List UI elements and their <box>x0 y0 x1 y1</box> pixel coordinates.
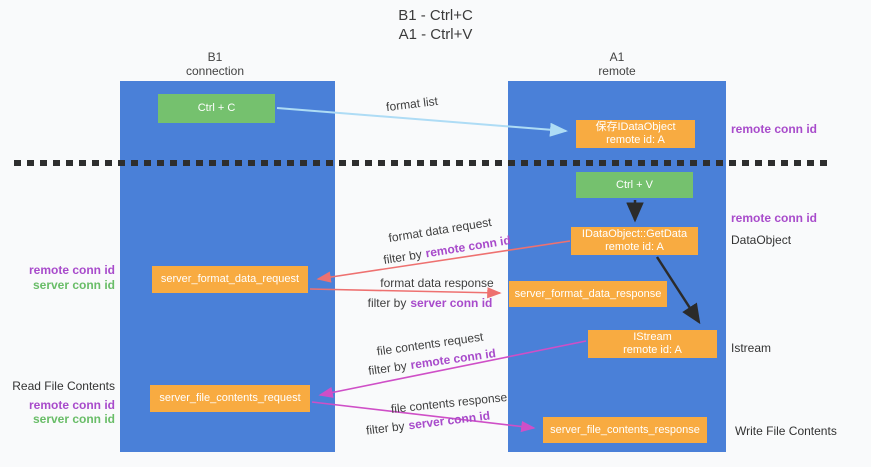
lane-header-b1: B1 connection <box>120 50 310 78</box>
node-istream-line1: IStream <box>633 331 672 343</box>
diagram-title-line2: A1 - Ctrl+V <box>398 26 473 43</box>
annotation-file-remote-conn-id: remote conn id <box>28 398 115 412</box>
node-idataobject-getdata: IDataObject::GetData remote id: A <box>571 227 698 255</box>
node-save-dataobject-line1: 保存IDataObject <box>595 121 676 133</box>
annotation-remote-conn-id-top: remote conn id <box>731 122 818 136</box>
node-server-format-data-request: server_format_data_request <box>152 266 308 293</box>
node-ctrl-v-label: Ctrl + V <box>616 178 653 191</box>
phase-separator-line <box>14 160 832 166</box>
lane-a1-role: remote <box>598 64 636 78</box>
node-save-dataobject: 保存IDataObject remote id: A <box>576 120 695 148</box>
node-ctrl-v: Ctrl + V <box>576 172 693 198</box>
label-file-contents-response: file contents response <box>390 389 508 417</box>
lane-b1-name: B1 <box>207 50 223 64</box>
annotation-format-remote-conn-id: remote conn id <box>28 263 115 277</box>
filter-prefix: filter by <box>382 247 423 267</box>
annotation-istream: Istream <box>731 341 772 355</box>
node-format-response-label: server_format_data_response <box>514 287 662 300</box>
filter-prefix: filter by <box>365 418 406 438</box>
label-format-data-response: format data response <box>380 276 494 290</box>
lane-b1-role: connection <box>185 64 245 78</box>
node-format-request-label: server_format_data_request <box>160 273 300 285</box>
annotation-format-server-conn-id: server conn id <box>32 278 115 292</box>
lane-a1-name: A1 <box>609 50 625 64</box>
node-ctrl-c-label: Ctrl + C <box>197 102 236 114</box>
annotation-file-server-conn-id: server conn id <box>32 412 115 426</box>
annotation-remote-conn-id-mid: remote conn id <box>731 211 818 225</box>
node-server-format-data-response: server_format_data_response <box>509 281 667 307</box>
label-format-list: format list <box>385 93 439 115</box>
node-istream-line2: remote id: A <box>623 344 682 356</box>
node-server-file-contents-response: server_file_contents_response <box>543 417 707 443</box>
node-save-dataobject-line2: remote id: A <box>606 134 665 146</box>
diagram-title-line1: B1 - Ctrl+C <box>398 7 473 24</box>
annotation-write-file-contents: Write File Contents <box>735 424 837 438</box>
node-ctrl-c: Ctrl + C <box>158 94 275 123</box>
node-getdata-line2: remote id: A <box>605 241 664 253</box>
filter-prefix: filter by <box>367 296 407 310</box>
diagram-title: B1 - Ctrl+C A1 - Ctrl+V <box>0 6 871 44</box>
lane-header-a1: A1 remote <box>508 50 726 78</box>
node-file-request-label: server_file_contents_request <box>159 392 301 404</box>
node-getdata-line1: IDataObject::GetData <box>581 228 688 240</box>
annotation-read-file-contents: Read File Contents <box>12 379 115 393</box>
annotation-dataobject: DataObject <box>731 233 792 247</box>
node-file-response-label: server_file_contents_response <box>550 423 700 436</box>
node-istream: IStream remote id: A <box>588 330 717 358</box>
node-server-file-contents-request: server_file_contents_request <box>150 385 310 412</box>
filter-id-server-conn: server conn id <box>410 296 493 310</box>
filter-prefix: filter by <box>367 358 408 378</box>
